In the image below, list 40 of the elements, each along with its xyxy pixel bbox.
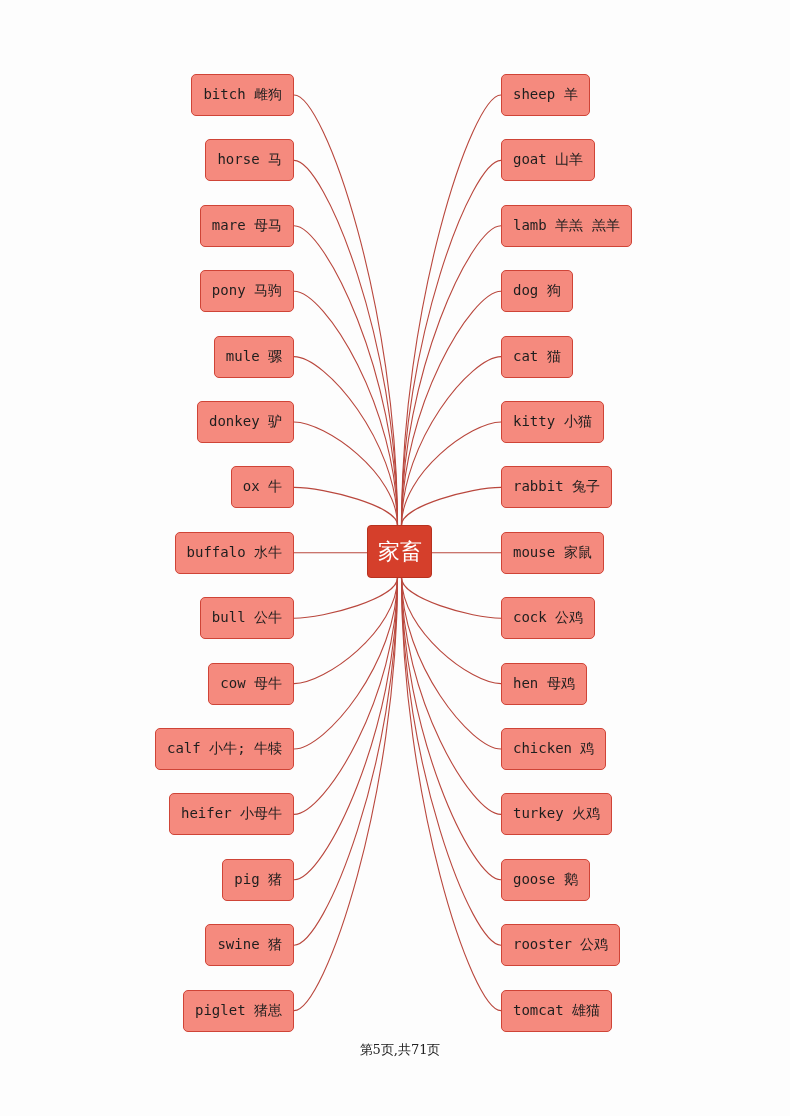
topic-box: mule 骡 xyxy=(213,335,294,378)
topic-box: tomcat 雄猫 xyxy=(501,989,612,1032)
connector-line xyxy=(400,577,502,1012)
topic-box: swine 猪 xyxy=(205,924,294,967)
topic-box: dog 狗 xyxy=(501,270,573,313)
topic-box: lamb 羊羔 羔羊 xyxy=(501,204,632,247)
topic-box: cow 母牛 xyxy=(208,662,294,705)
topic-box: calf 小牛; 牛犊 xyxy=(155,728,294,770)
topic-box: piglet 猪崽 xyxy=(183,989,294,1032)
topic-box: pony 马驹 xyxy=(199,270,294,313)
topic-box: rooster 公鸡 xyxy=(501,924,621,967)
topic-box: pig 猪 xyxy=(222,858,294,901)
topic-box: goose 鹅 xyxy=(501,858,590,901)
topic-box: rabbit 兔子 xyxy=(501,466,612,509)
connector-line xyxy=(293,552,368,554)
connector-line xyxy=(400,486,502,526)
central-topic-box: 家畜 xyxy=(367,525,432,578)
page-number: 第5页,共71页 xyxy=(359,1041,441,1059)
topic-box: chicken 鸡 xyxy=(501,728,607,770)
connector-line xyxy=(293,577,399,1012)
topic-box: mare 母马 xyxy=(199,204,294,247)
topic-box: heifer 小母牛 xyxy=(169,793,294,836)
topic-box: donkey 驴 xyxy=(197,401,294,443)
topic-box: hen 母鸡 xyxy=(501,662,587,705)
topic-box: buffalo 水牛 xyxy=(174,531,294,574)
topic-box: kitty 小猫 xyxy=(501,401,604,443)
topic-box: mouse 家鼠 xyxy=(501,531,604,574)
topic-box: bitch 雌狗 xyxy=(191,74,294,116)
connector-line xyxy=(400,577,502,619)
topic-box: cat 猫 xyxy=(501,335,573,378)
connector-line xyxy=(293,577,399,619)
topic-box: turkey 火鸡 xyxy=(501,793,612,836)
topic-box: horse 马 xyxy=(205,139,294,182)
topic-box: goat 山羊 xyxy=(501,139,596,182)
topic-box: ox 牛 xyxy=(230,466,294,509)
connector-line xyxy=(293,486,399,526)
topic-box: sheep 羊 xyxy=(501,74,590,116)
topic-box: cock 公鸡 xyxy=(501,597,596,640)
connector-line xyxy=(431,552,502,554)
topic-box: bull 公牛 xyxy=(199,597,294,640)
